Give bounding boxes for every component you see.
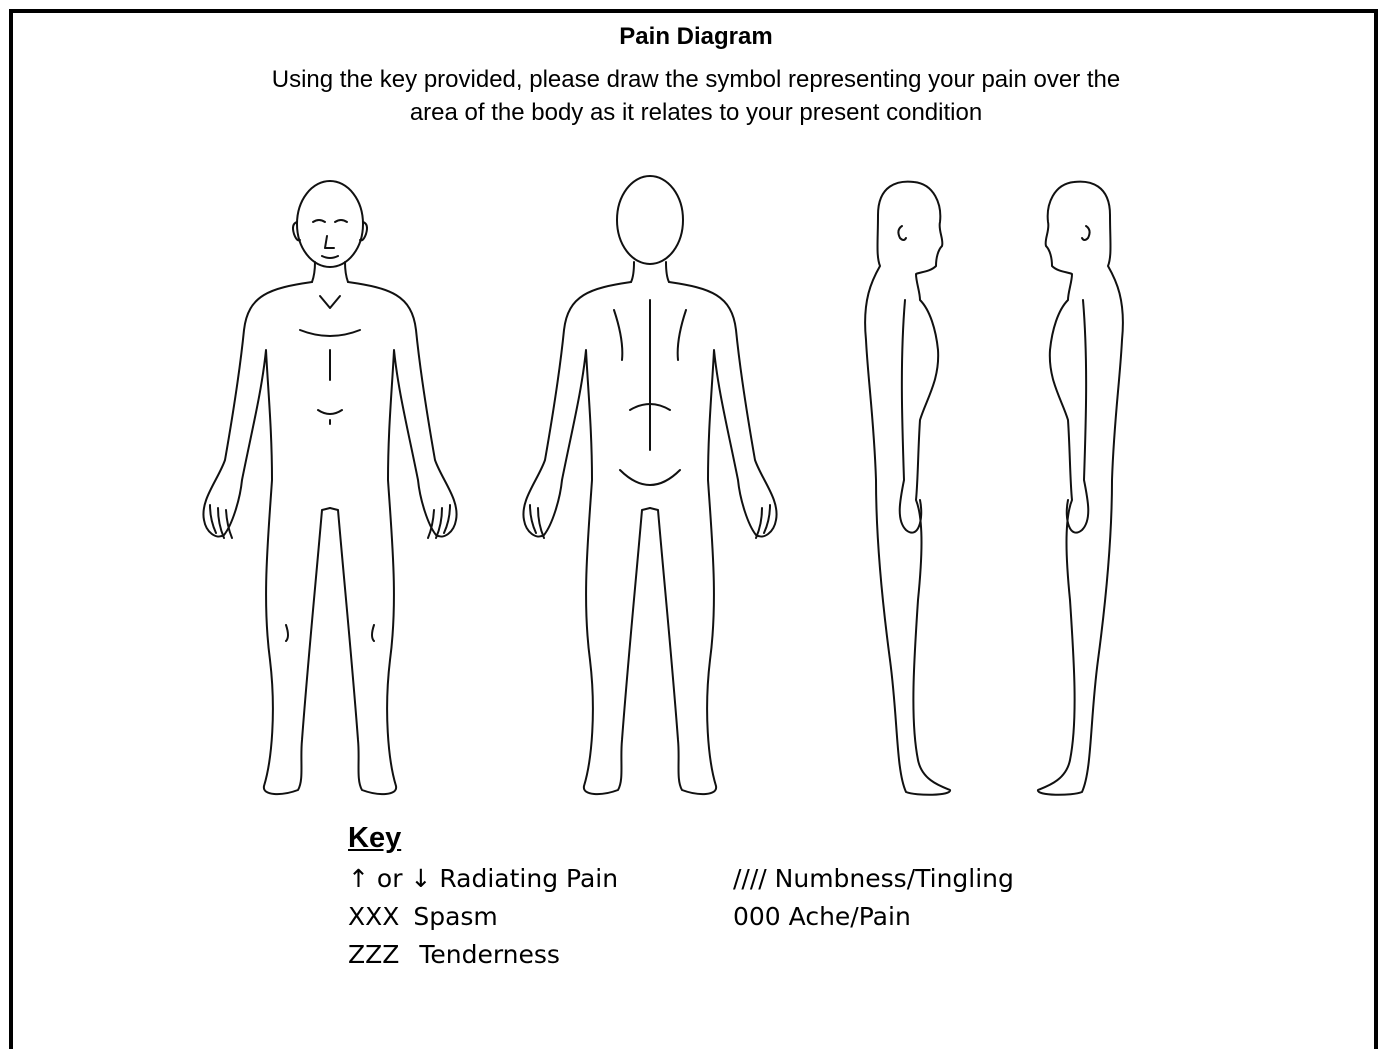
- key-item-spasm: XXX Spasm: [348, 902, 498, 931]
- key-item-radiating: ↑ or ↓ Radiating Pain: [348, 864, 618, 893]
- key-label: Tenderness: [419, 940, 560, 969]
- key-item-numbness: //// Numbness/Tingling: [733, 864, 1014, 893]
- key-label: Ache/Pain: [789, 902, 911, 931]
- key-label: Radiating Pain: [439, 864, 618, 893]
- back-body-figure[interactable]: [523, 176, 776, 794]
- key-symbol: ////: [733, 864, 767, 893]
- key-label: Spasm: [413, 902, 497, 931]
- key-symbol: ZZZ: [348, 940, 399, 969]
- key-symbol: 000: [733, 902, 781, 931]
- key-title: Key: [348, 822, 401, 855]
- left-side-body-figure[interactable]: [1038, 182, 1123, 795]
- key-symbol: ↑ or ↓: [348, 864, 431, 893]
- key-label: Numbness/Tingling: [775, 864, 1014, 893]
- key-item-tenderness: ZZZ Tenderness: [348, 940, 560, 969]
- key-symbol: XXX: [348, 902, 399, 931]
- front-body-figure[interactable]: [203, 181, 456, 794]
- key-item-ache: 000 Ache/Pain: [733, 902, 911, 931]
- right-side-body-figure[interactable]: [865, 182, 950, 795]
